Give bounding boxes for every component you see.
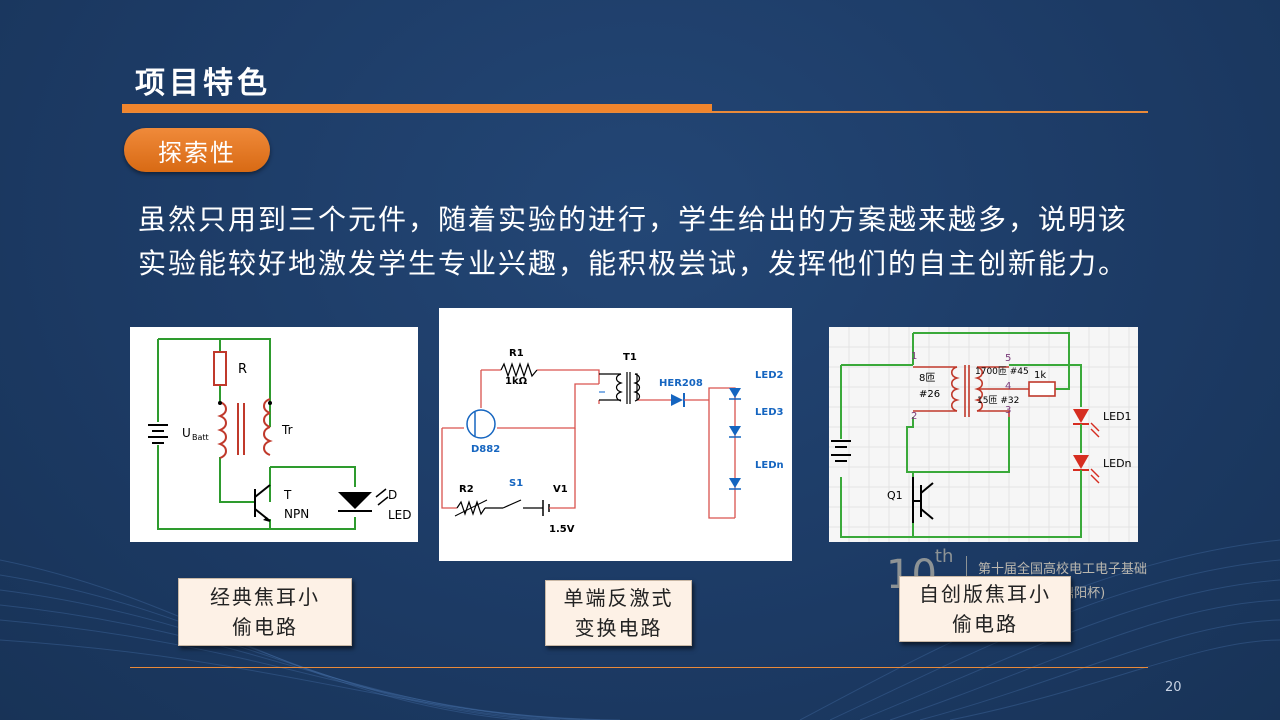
label-r: R (238, 362, 247, 377)
transformer-coils (217, 398, 273, 459)
resistor-r (213, 351, 227, 386)
caption-text: 经典焦耳小偷电路 (210, 585, 320, 639)
label-her208: HER208 (659, 378, 703, 389)
caption-flyback-converter: 单端反激式变换电路 (545, 580, 692, 646)
figure-flyback-converter: R1 1kΩ T1 HER208 LED2 LED3 LEDn D882 R2 … (439, 308, 792, 561)
transistor-d882 (466, 409, 496, 439)
contest-logo-divider (966, 556, 967, 594)
transistor-q1 (912, 477, 934, 523)
label-winding-8: 8匝 (919, 372, 935, 384)
label-winding-15: 15匝 #32 (977, 395, 1019, 406)
label-ledn: LEDn (1103, 457, 1132, 470)
label-node-5: 5 (1005, 353, 1011, 364)
led-chain (729, 388, 741, 518)
custom-battery (831, 440, 851, 462)
battery-v1 (542, 428, 576, 516)
label-r2: R2 (459, 484, 474, 495)
battery-ubatt (148, 424, 168, 444)
r2-arrow (454, 499, 488, 517)
label-led1: LED1 (1103, 410, 1132, 423)
caption-classic-joule-thief: 经典焦耳小偷电路 (178, 578, 352, 646)
label-led3: LED3 (755, 407, 784, 418)
label-r1: R1 (509, 348, 524, 359)
transistor-npn (254, 484, 271, 522)
page-number: 20 (1165, 680, 1182, 695)
label-ubatt-sub: Batt (192, 433, 209, 442)
title-underline-accent (122, 104, 712, 112)
resistor-r1 (500, 362, 538, 378)
label-led: LED (388, 508, 412, 522)
classic-circuit-diagram: R U Batt Tr T NPN D LED (148, 338, 412, 530)
label-d: D (388, 488, 397, 502)
resistor-1k (1028, 381, 1056, 397)
label-q1: Q1 (887, 489, 903, 502)
custom-circuit-diagram: 1 2 3 4 5 8匝 #26 1700匝 #45 15匝 #32 1k LE… (829, 327, 1138, 542)
diode-her208 (671, 393, 709, 407)
label-node-1: 1 (911, 351, 917, 362)
label-ledn: LEDn (755, 460, 784, 471)
transformer-t1 (599, 372, 641, 404)
label-node-3: 3 (1005, 405, 1011, 416)
contest-logo-th: th (934, 546, 954, 567)
section-tag: 探索性 (124, 128, 270, 172)
label-r1-value: 1kΩ (505, 376, 528, 387)
led-d (338, 488, 389, 512)
label-v1-value: 1.5V (549, 524, 575, 535)
slide-title: 项目特色 (135, 66, 271, 101)
label-led2: LED2 (755, 370, 784, 381)
label-ubatt: U (182, 426, 191, 440)
label-winding-1700: 1700匝 #45 (975, 366, 1029, 377)
ledn (1073, 455, 1100, 487)
custom-transformer (913, 365, 1029, 417)
label-node-2: 2 (911, 411, 917, 422)
label-v1: V1 (553, 484, 568, 495)
label-d882: D882 (471, 444, 500, 455)
label-resistor-1k: 1k (1034, 370, 1046, 381)
label-winding-26: #26 (919, 389, 940, 400)
dot-marker (268, 401, 272, 405)
flyback-circuit-diagram: R1 1kΩ T1 HER208 LED2 LED3 LEDn D882 R2 … (441, 348, 784, 535)
label-t: T (283, 488, 292, 502)
label-t1: T1 (623, 352, 637, 363)
figure-custom-joule-thief: 1 2 3 4 5 8匝 #26 1700匝 #45 15匝 #32 1k LE… (829, 327, 1138, 542)
caption-text: 单端反激式变换电路 (563, 586, 674, 640)
figure-classic-joule-thief: R U Batt Tr T NPN D LED (130, 327, 418, 542)
label-s1: S1 (509, 478, 523, 489)
caption-text: 自创版焦耳小偷电路 (919, 582, 1051, 636)
label-npn: NPN (284, 507, 309, 521)
footer-divider (130, 667, 1148, 668)
label-node-4: 4 (1005, 381, 1011, 392)
contest-logo-line1: 第十届全国高校电工电子基础 (978, 562, 1148, 577)
switch-s1 (485, 499, 543, 509)
body-paragraph: 虽然只用到三个元件，随着实验的进行，学生给出的方案越来越多，说明该实验能较好地激… (138, 203, 1129, 280)
emitter-arrow (263, 517, 270, 522)
dot-marker (218, 401, 222, 405)
label-tr: Tr (281, 423, 293, 437)
caption-custom-joule-thief: 自创版焦耳小偷电路 (899, 576, 1071, 642)
led1 (1073, 409, 1100, 453)
title-underline (122, 111, 1148, 113)
